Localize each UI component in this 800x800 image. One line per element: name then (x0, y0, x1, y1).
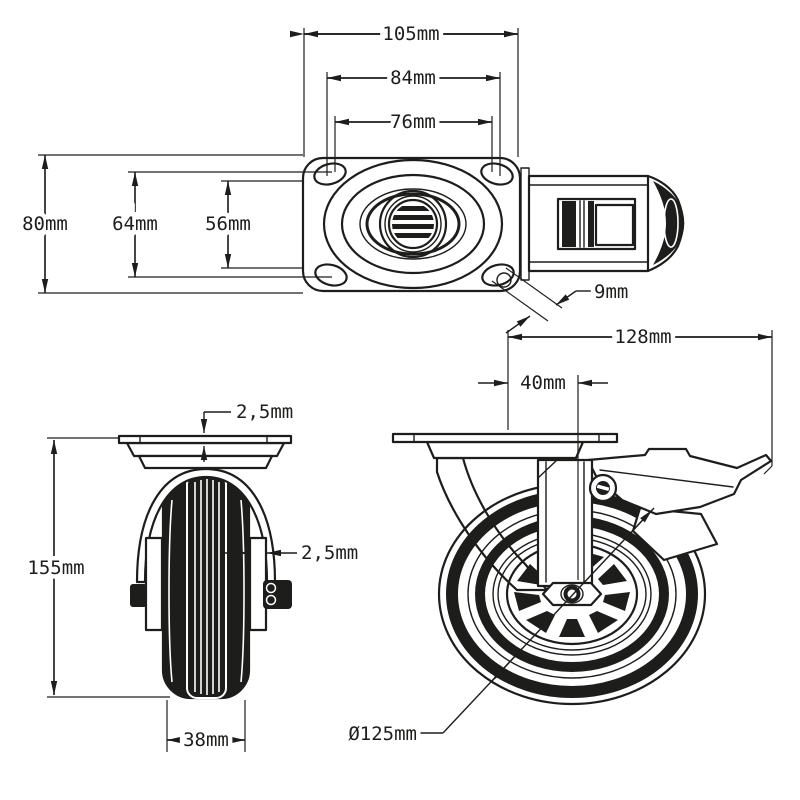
dim-hole-pitch-depth-label: 64mm (112, 213, 158, 235)
mounting-plate-top (301, 156, 522, 293)
swivel-bearing-rings (322, 158, 504, 290)
rim-spoke-cutouts (514, 550, 630, 637)
dim-wheel-width-label: 38mm (183, 729, 229, 751)
dim-overall-height-label: 155mm (27, 557, 84, 579)
dim-slot-width-label: 9mm (594, 281, 628, 303)
dimensions: 105mm 84mm 76mm 80mm 64mm 56mm (18, 19, 773, 756)
swivel-flange-upper (125, 441, 286, 458)
fork-leg-left (144, 536, 164, 632)
front-view (117, 434, 293, 700)
dim-plate-depth-label: 80mm (22, 213, 68, 235)
brake-pedal (586, 447, 773, 516)
dim-hole-pitch-width-label: 84mm (390, 67, 436, 89)
brake-shoe (631, 506, 719, 562)
swivel-flange-lower (137, 454, 274, 470)
dim-swivel-offset-label: 40mm (520, 372, 566, 394)
slot-hole-bottom-right (481, 263, 515, 287)
dim-wheel-diameter: Ø125mm (344, 507, 655, 750)
mounting-plate-front (117, 434, 293, 445)
mounting-plate-side (391, 432, 619, 444)
swivel-flange-side (425, 440, 585, 460)
screw-in-slot (496, 272, 512, 288)
side-view (391, 432, 773, 706)
kingpin-slots (392, 206, 434, 238)
dim-wheel-diameter-label: Ø125mm (348, 723, 417, 745)
dim-bracket-thickness-label: 2,5mm (301, 542, 358, 564)
axle-bolt-head (130, 584, 147, 607)
brake-housing-top (520, 167, 685, 281)
dim-plate-thickness-label: 2,5mm (236, 401, 293, 423)
dim-plate-thickness: 2,5mm (200, 397, 298, 462)
dim-hole-pitch-depth-inner-label: 56mm (205, 213, 251, 235)
dim-bracket-thickness: 2,5mm (222, 538, 363, 569)
fork-column (536, 458, 594, 588)
slot-hole-bottom-left (314, 263, 348, 287)
top-view (301, 156, 685, 293)
axle-nut (263, 580, 292, 609)
dim-slot-width: 9mm (491, 267, 633, 334)
housing-end-cap-shadow (653, 181, 685, 265)
slot-hole-top-right (480, 162, 514, 186)
dim-overall-length-label: 128mm (614, 326, 671, 348)
dim-plate-width-label: 105mm (382, 23, 439, 45)
dim-hole-pitch-width-inner-label: 76mm (390, 111, 436, 133)
axle-hex-nut (541, 581, 603, 607)
